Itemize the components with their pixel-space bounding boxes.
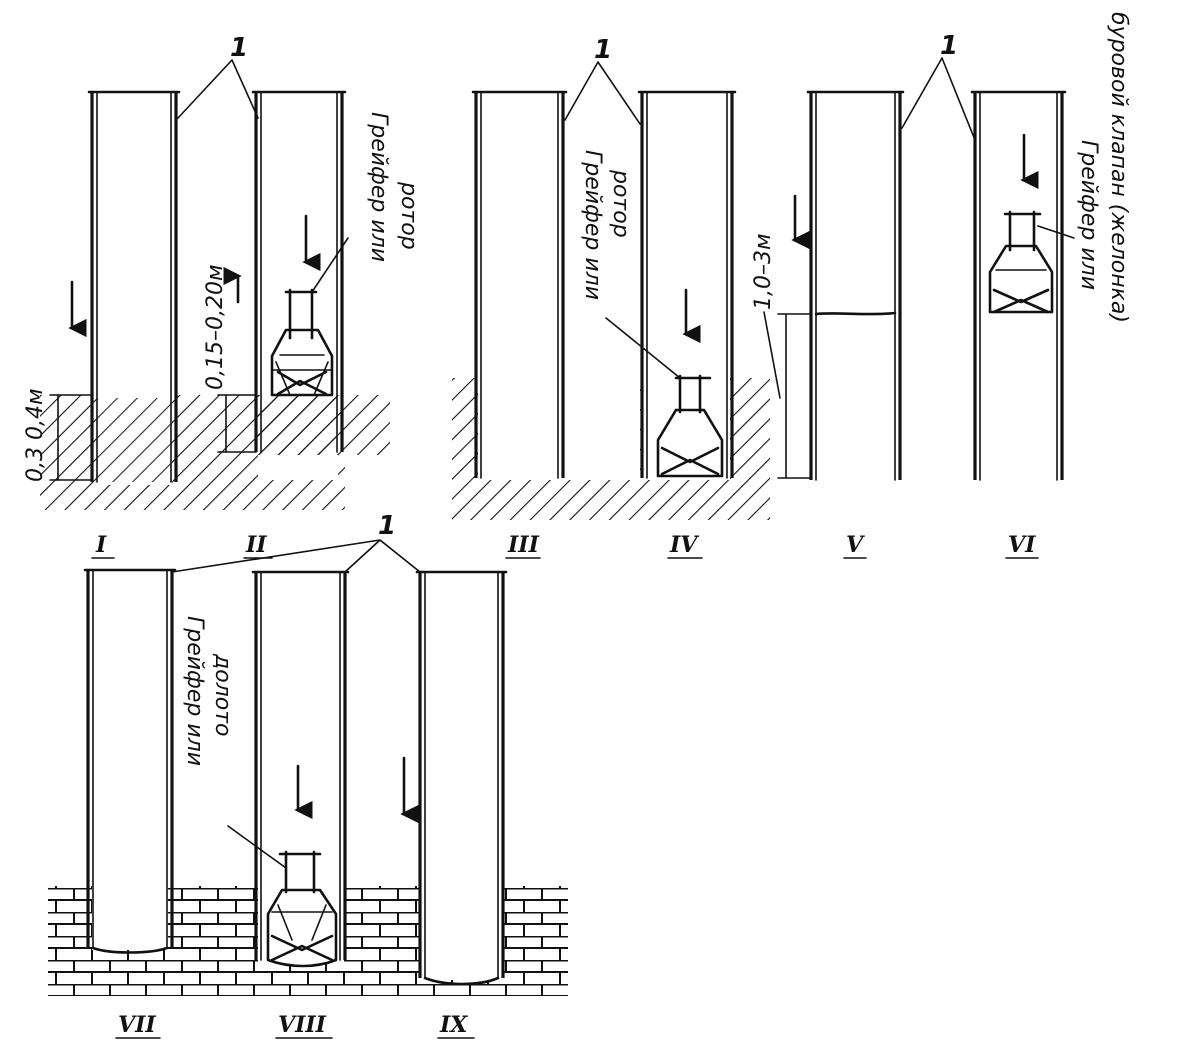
panel-captions: I II III IV V VI VII VIII IX: [91, 532, 1039, 1039]
casing-pipes: [83, 90, 1067, 986]
pipe-V: [806, 90, 905, 481]
dimension-label-II: 0,15–0,20м: [203, 264, 228, 390]
svg-text:VI: VI: [1008, 532, 1036, 558]
callout-1-bottom: 1: [378, 511, 396, 541]
tool-label-IV-line2: ротор: [608, 169, 633, 238]
caption-V: V: [843, 532, 867, 559]
soil-hatch-III-IV: [452, 378, 770, 520]
grab-tool-VIII: [266, 850, 338, 968]
svg-text:VIII: VIII: [278, 1012, 327, 1038]
grab-tool-VI: [988, 210, 1054, 314]
callout-1-top-middle: 1: [594, 35, 612, 65]
caption-IV: IV: [667, 532, 703, 559]
svg-text:IV: IV: [669, 532, 699, 558]
dimension-lines: [49, 311, 812, 481]
pipe-IX: [415, 570, 508, 986]
svg-text:III: III: [507, 532, 540, 558]
movement-arrows: [68, 133, 1039, 824]
tool-label-VIII-line1: Грейфер или: [182, 616, 207, 766]
tool-label-II-line1: Грейфер или: [366, 112, 391, 262]
tool-label-II-line2: ротор: [396, 181, 421, 250]
caption-I: I: [91, 532, 115, 559]
pipe-VII: [83, 568, 177, 954]
tool-label-II: Грейфер или ротор: [366, 112, 421, 262]
caption-VII: VII: [115, 1012, 161, 1039]
callout-leaders: [171, 57, 1075, 869]
caption-VIII: VIII: [275, 1012, 333, 1039]
pipe-VI: [970, 90, 1067, 481]
tool-label-VIII-line2: долото: [210, 653, 235, 736]
dimension-label-I: 0,3 0,4м: [23, 388, 48, 482]
tool-label-VI: Грейфер или буровой клапан (желонка): [1076, 12, 1131, 323]
svg-text:IX: IX: [439, 1012, 468, 1038]
pipe-II: [251, 90, 347, 453]
tool-label-VI-line1: Грейфер или: [1076, 140, 1101, 290]
callout-1-top-right: 1: [940, 31, 958, 61]
tool-label-VIII: Грейфер или долото: [182, 616, 235, 766]
dimension-label-V: 1,0–3м: [751, 233, 776, 310]
caption-VI: VI: [1005, 532, 1039, 559]
caption-III: III: [505, 532, 541, 559]
svg-text:V: V: [846, 532, 865, 558]
callout-numbers: 1 1 1 1: [230, 31, 958, 541]
brick-layer-bottom: [48, 886, 568, 996]
caption-IX: IX: [437, 1012, 475, 1039]
svg-text:I: I: [95, 532, 107, 558]
soil-hatch-I-II: [40, 395, 390, 510]
pipe-VIII: [251, 570, 350, 961]
pipe-III: [471, 90, 568, 479]
tool-label-VI-line2: буровой клапан (желонка): [1106, 12, 1131, 323]
pipe-I: [87, 90, 181, 483]
pipe-IV: [637, 90, 737, 479]
callout-1-top-left: 1: [230, 33, 248, 63]
grab-tool-II: [270, 288, 334, 397]
tool-label-IV: Грейфер или ротор: [580, 150, 633, 300]
tool-label-IV-line1: Грейфер или: [580, 150, 605, 300]
grab-tool-IV: [656, 374, 724, 478]
svg-text:VII: VII: [118, 1012, 156, 1038]
svg-text:II: II: [245, 532, 267, 558]
caption-II: II: [243, 532, 273, 559]
